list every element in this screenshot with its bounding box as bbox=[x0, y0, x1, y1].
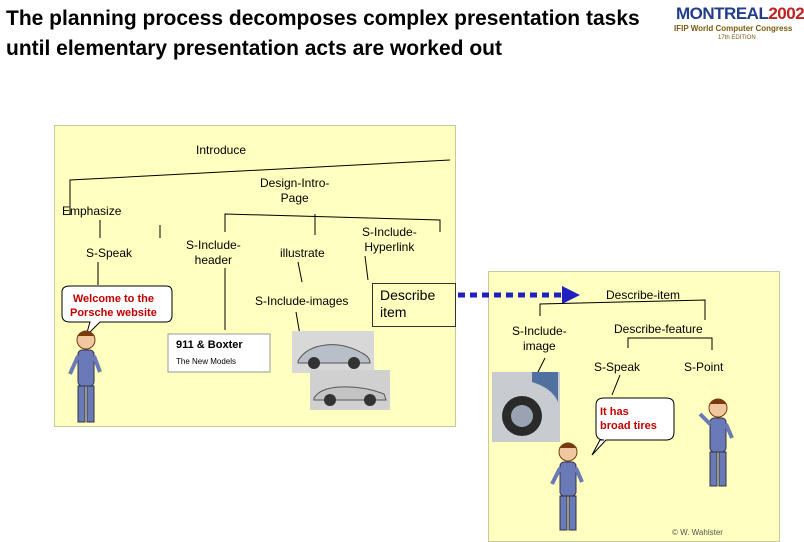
node-s-point: S-Point bbox=[684, 360, 724, 374]
node-s-include-header: S-Include- header bbox=[186, 238, 241, 267]
node-describe-feature: Describe-feature bbox=[614, 322, 703, 336]
montreal-2002-logo: MONTREAL2002 IFIP World Computer Congres… bbox=[668, 4, 804, 50]
logo-edition: 17th EDITION bbox=[718, 35, 756, 41]
presentation-agent-left bbox=[68, 330, 102, 423]
presentation-agent-right bbox=[550, 442, 584, 531]
header-card bbox=[167, 333, 271, 373]
node-describe-item-right: Describe-item bbox=[606, 288, 681, 302]
connector-design bbox=[99, 220, 161, 238]
header-subtitle: The New Models bbox=[176, 357, 237, 366]
node-introduce: Introduce bbox=[196, 143, 247, 157]
node-s-include-image: S-Include- image bbox=[512, 324, 567, 353]
tires-bubble-text: It has broad tires bbox=[600, 406, 657, 432]
welcome-bubble-text: Welcome to the Porsche website bbox=[70, 293, 157, 319]
logo-year: 2002 bbox=[768, 4, 804, 23]
node-s-speak: S-Speak bbox=[86, 246, 133, 260]
node-emphasize: Emphasize bbox=[62, 204, 122, 218]
connector-design-children bbox=[224, 213, 441, 235]
tires-bubble-shape bbox=[591, 397, 675, 456]
connector-illustrate bbox=[297, 261, 303, 283]
node-s-speak-right: S-Speak bbox=[594, 360, 641, 374]
logo-city: MONTREAL bbox=[676, 4, 769, 23]
node-s-include-images: S-Include-images bbox=[255, 294, 349, 308]
connector-hyperlink bbox=[364, 255, 369, 281]
describe-item-box bbox=[372, 283, 456, 327]
connector-describe-feature bbox=[627, 337, 713, 350]
node-s-include-hyperlink: S-Include- Hyperlink bbox=[362, 225, 417, 254]
node-describe-item-left: Describe item bbox=[380, 287, 436, 320]
node-design-intro-page: Design-Intro- Page bbox=[260, 176, 330, 205]
copyright-credit: © W. Wahlster bbox=[672, 528, 723, 537]
expansion-arrow-head bbox=[562, 286, 580, 304]
logo-subtitle: IFIP World Computer Congress bbox=[674, 24, 793, 33]
tire-closeup-image bbox=[492, 372, 560, 442]
connector-s-speak bbox=[611, 374, 621, 396]
node-illustrate: illustrate bbox=[280, 246, 325, 260]
connector-introduce bbox=[69, 159, 451, 215]
presentation-agent-pointing bbox=[698, 398, 734, 487]
porsche-boxster-image bbox=[310, 370, 390, 410]
tree-connectors bbox=[61, 159, 713, 456]
connector-describe-item bbox=[539, 299, 706, 320]
logo-wordmark: MONTREAL2002 bbox=[676, 4, 804, 24]
porsche-911-image bbox=[292, 331, 374, 373]
welcome-bubble-shape bbox=[61, 285, 173, 338]
slide-title: The planning process decomposes complex … bbox=[6, 7, 640, 60]
header-title: 911 & Boxter bbox=[176, 339, 243, 351]
